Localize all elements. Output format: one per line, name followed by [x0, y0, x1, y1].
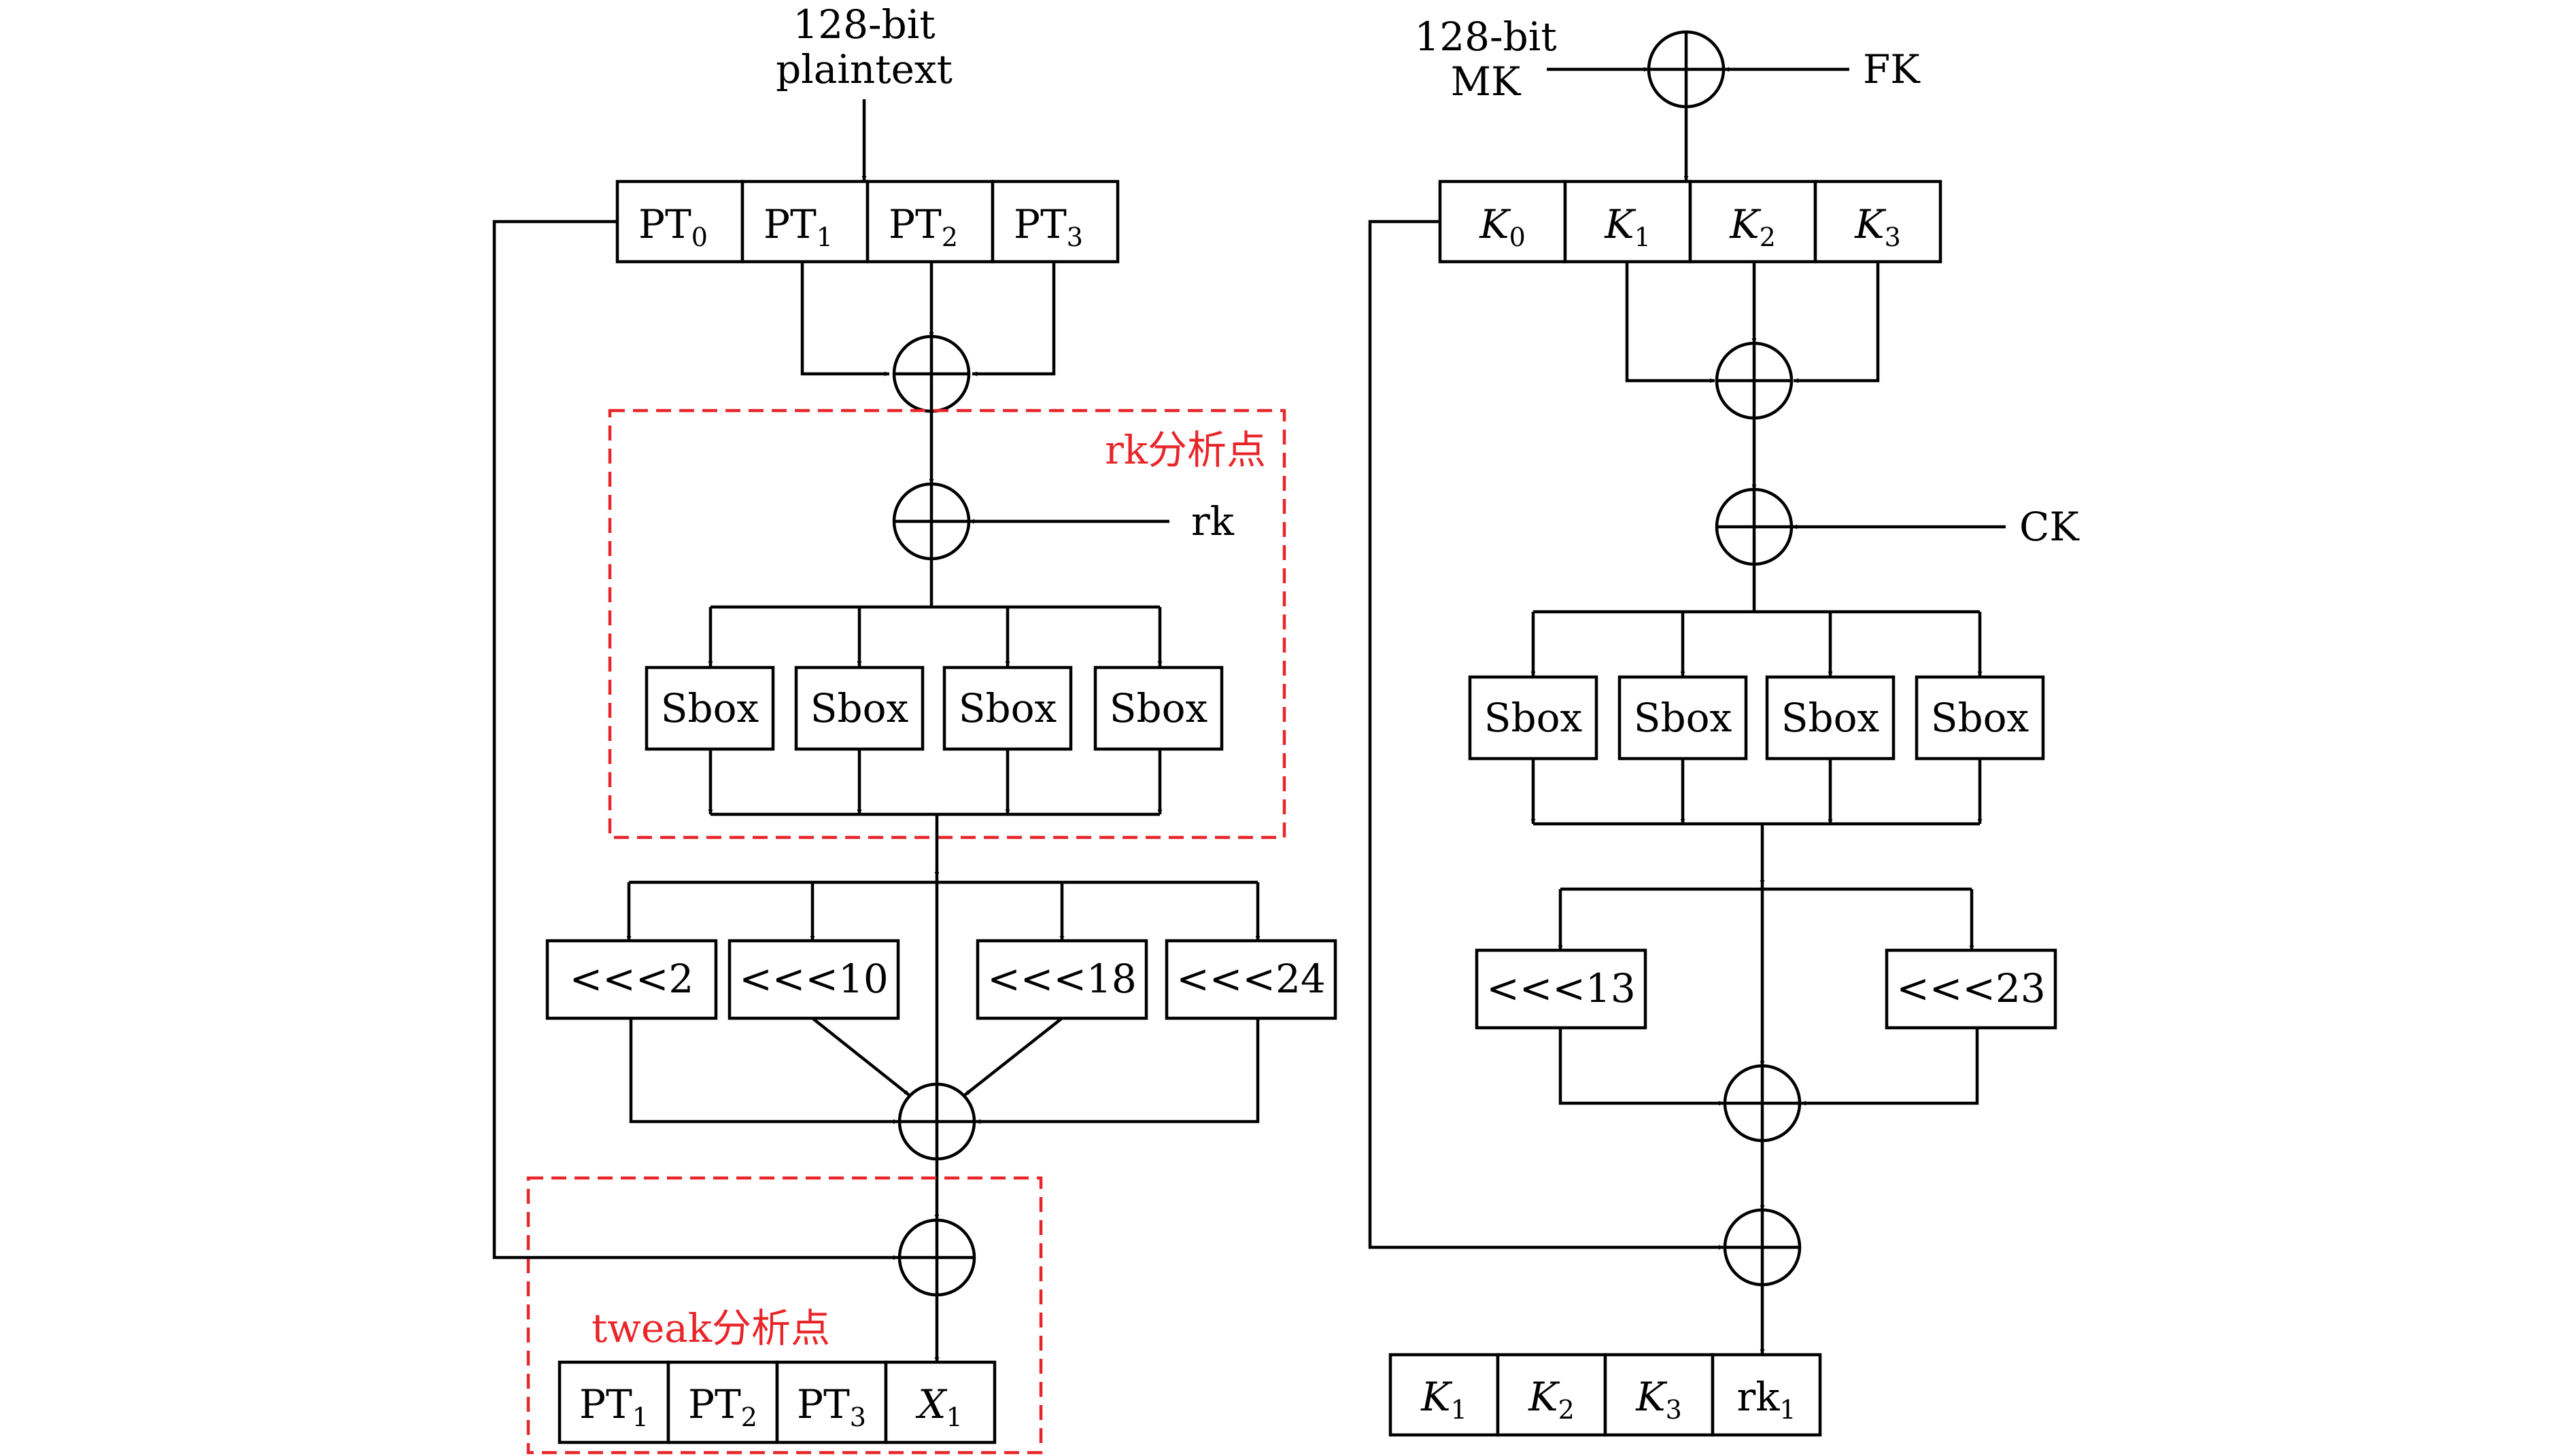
rotation-box: <<<13 — [1475, 948, 1647, 1030]
output-register: PT1 PT2 PT3 X1 — [558, 1360, 997, 1444]
pt0-feedback-line — [492, 220, 898, 1260]
k-merge-lines — [1625, 262, 1880, 383]
sbox: Sbox — [1468, 675, 1598, 761]
rotation-box: <<<23 — [1885, 948, 2057, 1030]
xor-icon — [1715, 341, 1794, 420]
out-k1-cell: K1 — [1420, 1374, 1467, 1425]
sbox: Sbox — [1093, 665, 1224, 751]
xor-icon — [1723, 1208, 1802, 1287]
rotation-box: <<<18 — [976, 939, 1148, 1020]
sbox-merge — [1530, 759, 1983, 885]
svg-text:<<<2: <<<2 — [570, 956, 694, 1002]
k0-feedback-line — [1368, 220, 1724, 1250]
encryption-round: 128-bit plaintext PT0 PT1 PT2 PT3 r — [492, 1, 1337, 1455]
rotation-fanout — [626, 877, 1261, 1088]
out-pt1-cell: PT1 — [579, 1381, 649, 1432]
svg-text:Sbox: Sbox — [1634, 695, 1732, 741]
xor-icon — [892, 482, 971, 561]
plaintext-label-line2: plaintext — [776, 46, 953, 92]
rotation-merge — [1558, 1028, 1979, 1106]
svg-text:Sbox: Sbox — [810, 685, 909, 731]
rk-analysis-label: rk分析点 — [1105, 427, 1266, 473]
k2-cell: K2 — [1729, 201, 1776, 252]
rotation-fanout — [1558, 885, 1974, 1066]
svg-text:Sbox: Sbox — [1110, 685, 1208, 731]
rotation-box: <<<10 — [727, 939, 900, 1020]
out-pt2-cell: PT2 — [688, 1381, 757, 1432]
k0-cell: K0 — [1479, 201, 1526, 252]
svg-text:<<<13: <<<13 — [1486, 965, 1636, 1011]
xor-icon — [897, 1082, 976, 1161]
k3-cell: K3 — [1854, 201, 1901, 252]
sbox: Sbox — [1915, 675, 2045, 761]
ck-label: CK — [2019, 504, 2080, 550]
fk-label: FK — [1863, 46, 1921, 92]
out-k3-cell: K3 — [1635, 1374, 1682, 1425]
svg-text:Sbox: Sbox — [959, 685, 1057, 731]
pt0-cell: PT0 — [638, 201, 708, 252]
rk-analysis-region — [608, 409, 1286, 839]
svg-text:<<<10: <<<10 — [739, 956, 889, 1002]
pt-merge-lines — [800, 262, 1056, 377]
key-output-register: K1 K2 K3 rk1 — [1388, 1353, 1822, 1437]
pt3-cell: PT3 — [1014, 201, 1083, 252]
svg-text:Sbox: Sbox — [661, 685, 759, 731]
pt-register: PT0 PT1 PT2 PT3 — [615, 179, 1120, 264]
rotation-box: <<<2 — [545, 939, 718, 1020]
rk-label: rk — [1191, 498, 1235, 544]
sbox-fanout — [1530, 564, 1983, 676]
out-x1-cell: X1 — [915, 1381, 962, 1432]
k-register: K0 K1 K2 K3 — [1438, 179, 1942, 264]
pt2-cell: PT2 — [889, 201, 958, 252]
tweak-analysis-region — [526, 1176, 1043, 1455]
tweak-analysis-label: tweak分析点 — [592, 1305, 830, 1351]
xor-icon — [897, 1218, 976, 1297]
sbox: Sbox — [794, 665, 925, 751]
out-k2-cell: K2 — [1528, 1374, 1575, 1425]
xor-icon — [892, 334, 971, 413]
svg-text:<<<23: <<<23 — [1896, 965, 2046, 1011]
sbox: Sbox — [942, 665, 1073, 751]
svg-text:Sbox: Sbox — [1931, 695, 2029, 741]
sbox: Sbox — [1765, 675, 1896, 761]
out-rk1-cell: rk1 — [1736, 1374, 1796, 1425]
pt1-cell: PT1 — [764, 201, 833, 252]
xor-icon — [1715, 487, 1794, 566]
svg-text:<<<18: <<<18 — [987, 956, 1137, 1002]
svg-text:Sbox: Sbox — [1781, 695, 1880, 741]
out-pt3-cell: PT3 — [797, 1381, 866, 1432]
sbox-merge — [708, 749, 1163, 877]
mk-label-line1: 128-bit — [1414, 14, 1556, 60]
svg-text:Sbox: Sbox — [1484, 695, 1583, 741]
k1-cell: K1 — [1604, 201, 1651, 252]
key-schedule: 128-bit MK FK K0 K1 K2 K3 — [1368, 14, 2080, 1437]
sbox-fanout — [708, 559, 1163, 666]
rotation-merge — [629, 1017, 1260, 1124]
xor-icon — [1723, 1064, 1802, 1143]
mk-label-line2: MK — [1451, 58, 1522, 105]
plaintext-label-line1: 128-bit — [793, 1, 935, 48]
xor-icon — [1647, 30, 1726, 109]
rotation-box: <<<24 — [1165, 939, 1337, 1020]
sbox: Sbox — [1617, 675, 1748, 761]
sbox: Sbox — [645, 665, 775, 751]
svg-text:<<<24: <<<24 — [1176, 956, 1326, 1002]
